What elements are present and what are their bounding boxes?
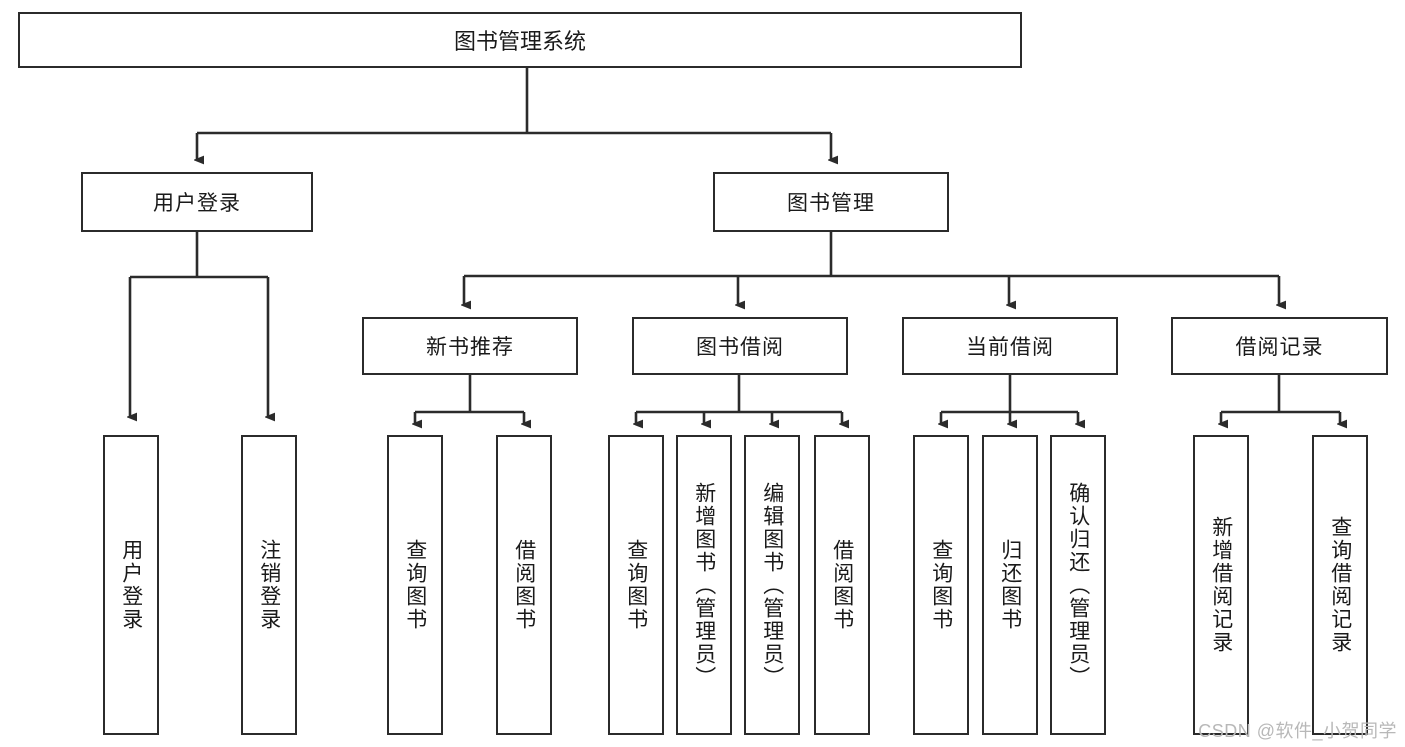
leaf-return-book-label: 归还图书 [998, 539, 1022, 631]
leaf-user-login[interactable]: 用户登录 [103, 435, 159, 735]
leaf-add-book-label: 新增图书（管理员） [692, 481, 716, 689]
node-new-book-rec-label: 新书推荐 [426, 336, 514, 359]
node-user-login[interactable]: 用户登录 [81, 172, 313, 232]
leaf-edit-book-label: 编辑图书（管理员） [760, 481, 784, 689]
leaf-borrow-book-2-label: 借阅图书 [830, 539, 854, 631]
leaf-add-record-label: 新增借阅记录 [1209, 516, 1233, 654]
leaf-query-book-1[interactable]: 查询图书 [387, 435, 443, 735]
leaf-add-book[interactable]: 新增图书（管理员） [676, 435, 732, 735]
leaf-logout-label: 注销登录 [257, 539, 281, 631]
leaf-edit-book[interactable]: 编辑图书（管理员） [744, 435, 800, 735]
leaf-borrow-book-1[interactable]: 借阅图书 [496, 435, 552, 735]
leaf-borrow-book-1-label: 借阅图书 [512, 539, 536, 631]
leaf-add-record[interactable]: 新增借阅记录 [1193, 435, 1249, 735]
leaf-query-book-1-label: 查询图书 [403, 539, 427, 631]
leaf-return-book[interactable]: 归还图书 [982, 435, 1038, 735]
node-borrow-record-label: 借阅记录 [1235, 336, 1324, 359]
node-current-borrow-label: 当前借阅 [966, 336, 1054, 359]
leaf-borrow-book-2[interactable]: 借阅图书 [814, 435, 870, 735]
leaf-confirm-return[interactable]: 确认归还（管理员） [1050, 435, 1106, 735]
node-current-borrow[interactable]: 当前借阅 [902, 317, 1118, 375]
node-root-label: 图书管理系统 [453, 29, 586, 54]
node-borrow-record[interactable]: 借阅记录 [1171, 317, 1388, 375]
leaf-query-record-label: 查询借阅记录 [1328, 516, 1352, 654]
leaf-query-book-2-label: 查询图书 [624, 539, 648, 631]
leaf-query-book-3[interactable]: 查询图书 [913, 435, 969, 735]
node-root[interactable]: 图书管理系统 [18, 12, 1022, 68]
node-book-borrow[interactable]: 图书借阅 [632, 317, 848, 375]
leaf-query-book-3-label: 查询图书 [929, 539, 953, 631]
leaf-user-login-label: 用户登录 [119, 539, 143, 631]
leaf-query-book-2[interactable]: 查询图书 [608, 435, 664, 735]
node-book-borrow-label: 图书借阅 [696, 336, 784, 359]
node-new-book-rec[interactable]: 新书推荐 [362, 317, 578, 375]
node-user-login-label: 用户登录 [153, 192, 241, 215]
node-book-manage[interactable]: 图书管理 [713, 172, 949, 232]
leaf-query-record[interactable]: 查询借阅记录 [1312, 435, 1368, 735]
csdn-watermark: CSDN @软件_小贺同学 [1198, 721, 1397, 741]
leaf-confirm-return-label: 确认归还（管理员） [1066, 481, 1090, 689]
node-book-manage-label: 图书管理 [787, 192, 875, 215]
leaf-logout[interactable]: 注销登录 [241, 435, 297, 735]
